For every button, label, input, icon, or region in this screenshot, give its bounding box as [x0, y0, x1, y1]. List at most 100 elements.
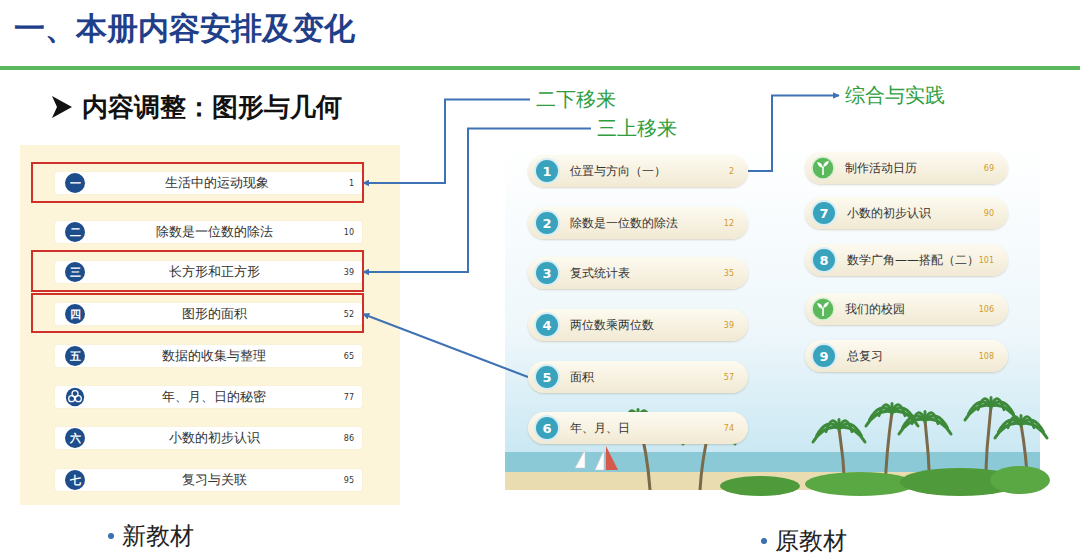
page-title: 一、本册内容安排及变化: [14, 8, 355, 50]
chapter-title: 年、月、日的秘密: [85, 388, 344, 406]
bushes: [720, 466, 1050, 496]
palm-frond: [1021, 423, 1047, 438]
page-number: 86: [344, 434, 354, 443]
callout-text: 二下移来: [534, 86, 618, 113]
page-number: 106: [979, 305, 994, 314]
panel-caption: 新教材: [122, 520, 194, 552]
callout-text: 三上移来: [595, 115, 679, 142]
chapter-title: 制作活动日历: [835, 160, 984, 177]
chapter-pill: 制作活动日历69: [805, 152, 1008, 184]
page-number: 74: [724, 424, 734, 433]
chapter-title: 小数的初步认识: [837, 205, 984, 222]
chapter-row: 六小数的初步认识86: [55, 427, 362, 449]
chapter-number: 4: [534, 312, 560, 338]
palm-frond: [912, 413, 925, 424]
highlight-box: [32, 294, 363, 332]
chapter-number: 5: [534, 364, 560, 390]
chapter-title: 数据的收集与整理: [85, 347, 344, 365]
chapter-number: 四: [65, 304, 85, 324]
panel-caption: 原教材: [775, 525, 847, 557]
chapter-pill: 我们的校园106: [805, 293, 1008, 325]
new-book-panel: [20, 145, 400, 505]
page-number: 39: [724, 321, 734, 330]
move-arrow: [363, 100, 530, 184]
palm-frond: [978, 399, 991, 410]
chapter-number: 三: [65, 262, 85, 282]
chapter-pill: 1位置与方向（一）2: [528, 155, 748, 187]
chapter-title: 位置与方向（一）: [560, 163, 729, 180]
chapter-title: 复式统计表: [560, 265, 724, 282]
page-number: 10: [344, 228, 354, 237]
leaf-icon: [811, 297, 835, 321]
move-arrow: [363, 314, 528, 377]
chapter-number: 8: [811, 247, 837, 273]
page-number: 65: [344, 352, 354, 361]
chapter-title: 两位数乘两位数: [560, 317, 724, 334]
chapter-pill: 3复式统计表35: [528, 257, 748, 289]
page-number: 1: [349, 179, 354, 188]
page-number: 12: [724, 219, 734, 228]
header-rule: [0, 66, 1080, 70]
chapter-number: 六: [65, 428, 85, 448]
chapter-pill: 4两位数乘两位数39: [528, 309, 748, 341]
page-number: 2: [729, 167, 734, 176]
chapter-number: 五: [65, 346, 85, 366]
chapter-title: 图形的面积: [85, 305, 344, 323]
chapter-title: 除数是一位数的除法: [85, 223, 344, 241]
chapter-pill: 2除数是一位数的除法12: [528, 207, 748, 239]
chapter-row: 二除数是一位数的除法10: [55, 221, 362, 243]
callout-text: 三上移来: [595, 115, 679, 142]
chapter-number: 2: [534, 210, 560, 236]
chapter-title: 数学广角——搭配（二）: [837, 252, 979, 269]
chapter-number: 1: [534, 158, 560, 184]
chapter-pill: 8数学广角——搭配（二）101: [805, 244, 1008, 276]
chapter-number: 3: [534, 260, 560, 286]
leaf-icon: [811, 156, 835, 180]
chapter-pill: 9总复习108: [805, 340, 1008, 372]
move-arrow: [363, 129, 591, 273]
chapter-row: 四图形的面积52: [55, 303, 362, 325]
chapter-number: 二: [65, 222, 85, 242]
old-book-panel: [505, 145, 1040, 490]
page-number: 108: [979, 352, 994, 361]
chapter-row: 三长方形和正方形39: [55, 261, 362, 283]
chapter-number: 七: [65, 470, 85, 490]
palm-frond: [839, 427, 865, 442]
chapter-row: 年、月、日的秘密77: [55, 386, 362, 408]
page-number: 57: [724, 373, 734, 382]
callout-text: 综合与实践: [843, 82, 947, 109]
bullet-arrow: [52, 96, 72, 118]
callout-text: 综合与实践: [843, 82, 947, 109]
page-number: 39: [344, 268, 354, 277]
palm-frond: [925, 419, 951, 434]
page-number: 35: [724, 269, 734, 278]
chapter-title: 长方形和正方形: [85, 263, 344, 281]
page-number: 101: [979, 256, 994, 265]
highlight-box: [32, 163, 363, 202]
palm-frond: [826, 421, 839, 432]
section-heading: 内容调整：图形与几何: [82, 90, 342, 125]
sailboats: [575, 446, 618, 470]
palm-frond: [879, 405, 892, 416]
chapter-number: 一: [65, 173, 85, 193]
chapter-title: 复习与关联: [85, 471, 344, 489]
chapter-title: 面积: [560, 369, 724, 386]
chapter-title: 生活中的运动现象: [85, 174, 349, 192]
chapter-row: 七复习与关联95: [55, 469, 362, 491]
chapter-title: 小数的初步认识: [85, 429, 344, 447]
chapter-pill: 5面积57: [528, 361, 748, 393]
highlight-box: [32, 251, 363, 291]
callout-text: 二下移来: [534, 86, 618, 113]
chapter-number: 9: [811, 343, 837, 369]
chapter-pill: 6年、月、日74: [528, 412, 748, 444]
chapter-row: 一生活中的运动现象1: [55, 172, 362, 194]
chapter-number: 7: [811, 200, 837, 226]
chapter-number: 6: [534, 415, 560, 441]
bullet-dot: [108, 533, 114, 539]
page-number: 95: [344, 476, 354, 485]
clover-icon: [65, 387, 85, 407]
chapter-title: 除数是一位数的除法: [560, 215, 724, 232]
page-number: 77: [344, 393, 354, 402]
page-number: 90: [984, 209, 994, 218]
bullet-dot: [761, 538, 767, 544]
